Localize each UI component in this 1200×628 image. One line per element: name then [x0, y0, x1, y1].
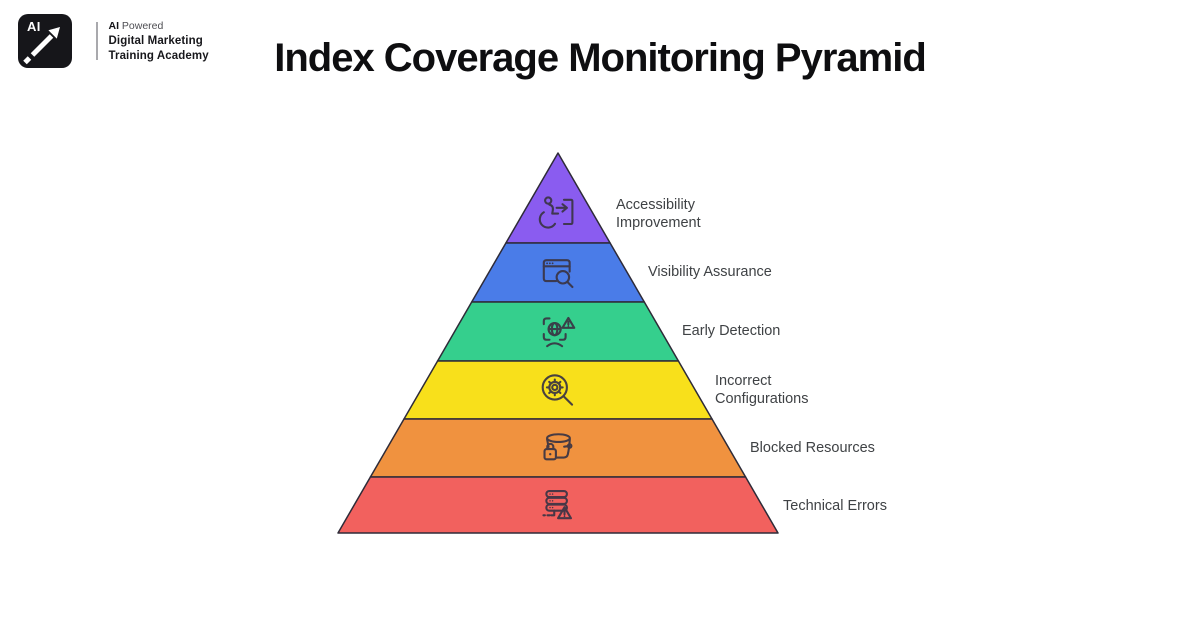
logo-tagline: AI Powered [108, 19, 164, 32]
logo-name-line1: Digital Marketing [108, 34, 203, 47]
pyramid-level-3-label: Early Detection [682, 323, 781, 339]
pyramid-level-1-shape [505, 152, 611, 244]
pyramid-level-1-label: Accessibility Improvement [616, 197, 701, 231]
growth-arrow-icon [23, 27, 60, 65]
brand-logo: AI AI Powered Digital Marketing Training… [18, 14, 209, 68]
pyramid-level-5-label: Blocked Resources [750, 440, 875, 456]
pyramid-level-5-shape [369, 418, 747, 478]
pyramid-level-6-label: Technical Errors [783, 498, 887, 514]
logo-divider [96, 22, 98, 60]
gear-magnifier-icon [541, 374, 574, 406]
logo-name-line2: Training Academy [108, 49, 209, 62]
pyramid-level-4-label: Incorrect Configurations [715, 373, 809, 407]
logo-ai-text: AI [27, 19, 41, 34]
brand-logo-badge: AI [18, 14, 72, 68]
pyramid-level-2-label: Visibility Assurance [648, 264, 772, 280]
globe-scan-alert-icon [542, 316, 576, 348]
wheelchair-accessibility-icon [538, 196, 574, 229]
pyramid-level-4-shape [403, 360, 713, 420]
server-alert-icon [542, 490, 572, 520]
bucket-lock-icon [543, 433, 573, 461]
browser-search-icon [542, 259, 574, 289]
page-title: Index Coverage Monitoring Pyramid [274, 36, 927, 80]
logo-text-block: AI Powered Digital Marketing Training Ac… [109, 20, 209, 63]
